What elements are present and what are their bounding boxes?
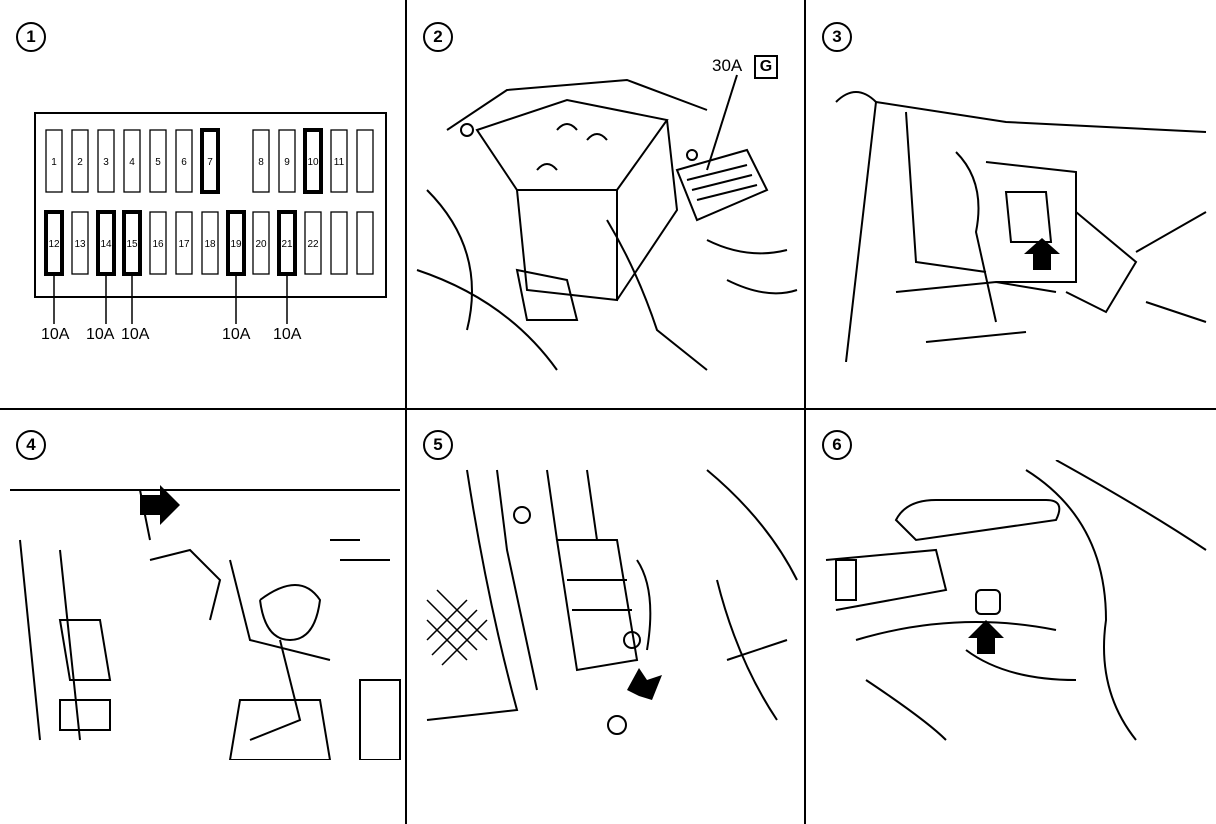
fuse-number: 7 bbox=[207, 157, 213, 168]
step-number-1: 1 bbox=[16, 22, 46, 52]
fuse-number: 16 bbox=[152, 239, 164, 250]
rating-label-fuse-12: 10A bbox=[41, 326, 70, 343]
fuse-number: 1 bbox=[51, 157, 57, 168]
fuse-number: 10 bbox=[307, 157, 319, 168]
step-number-6: 6 bbox=[822, 430, 852, 460]
fuse-number: 14 bbox=[100, 239, 112, 250]
fuse-number: 4 bbox=[129, 157, 135, 168]
fuse-number: 6 bbox=[181, 157, 187, 168]
fuse-number: 17 bbox=[178, 239, 190, 250]
fuse-number: 8 bbox=[258, 157, 264, 168]
location-arrow bbox=[968, 620, 1004, 654]
fuse-slot-empty bbox=[330, 211, 348, 275]
fuse-slot-17 bbox=[175, 211, 193, 275]
rating-label-fuse-21: 10A bbox=[273, 326, 302, 343]
fuse-number: 12 bbox=[48, 239, 60, 250]
rating-label-fuse-14: 10A bbox=[86, 326, 115, 343]
pedal-area-illustration bbox=[10, 485, 401, 760]
rating-label-fuse-15: 10A bbox=[121, 326, 150, 343]
seat-console-illustration bbox=[825, 460, 1207, 741]
vertical-divider-left bbox=[405, 0, 407, 824]
fuse-number: 13 bbox=[74, 239, 86, 250]
fuse-slot-3 bbox=[97, 129, 115, 193]
fuse-block-outline bbox=[34, 112, 387, 298]
fuse-number: 3 bbox=[103, 157, 109, 168]
fuse-slot-empty bbox=[356, 129, 374, 193]
fuse-slot-1 bbox=[45, 129, 63, 193]
fuse-slot-8 bbox=[252, 129, 270, 193]
panel-2: 2 30A G bbox=[407, 0, 804, 408]
location-arrow bbox=[1024, 238, 1060, 270]
fuse-slot-13 bbox=[71, 211, 89, 275]
fuse-slot-20 bbox=[252, 211, 270, 275]
fuse-number: 20 bbox=[255, 239, 267, 250]
fuse-rating-label: 30A bbox=[712, 56, 743, 75]
panel-5: 5 bbox=[407, 410, 804, 824]
fuse-slot-22 bbox=[304, 211, 322, 275]
fuse-number: 18 bbox=[204, 239, 216, 250]
fuse-slot-empty bbox=[356, 211, 374, 275]
fuse-number: 2 bbox=[77, 157, 83, 168]
battery-fuse-box-illustration bbox=[416, 74, 798, 371]
pillar-module-illustration bbox=[426, 469, 798, 735]
fuse-number: 11 bbox=[334, 157, 345, 168]
step-number-4: 4 bbox=[16, 430, 46, 460]
fuse-code-box: G bbox=[754, 55, 778, 79]
step-number-3: 3 bbox=[822, 22, 852, 52]
fuse-number: 9 bbox=[284, 157, 290, 168]
fuse-slot-7 bbox=[200, 128, 220, 194]
location-arrow bbox=[140, 485, 180, 525]
fuse-slot-6 bbox=[175, 129, 193, 193]
fuse-number: 19 bbox=[230, 239, 242, 250]
fuse-slot-18 bbox=[201, 211, 219, 275]
fuse-number: 22 bbox=[307, 239, 319, 250]
rating-label-fuse-19: 10A bbox=[222, 326, 251, 343]
fuse-slot-5 bbox=[149, 129, 167, 193]
fuse-number: 15 bbox=[126, 239, 138, 250]
fuse-number: 21 bbox=[281, 239, 293, 250]
panel-6: 6 bbox=[806, 410, 1216, 824]
fuse-slot-11 bbox=[330, 129, 348, 193]
step-number-2: 2 bbox=[423, 22, 453, 52]
horizontal-divider bbox=[0, 408, 1216, 410]
fuse-number: 5 bbox=[155, 157, 161, 168]
fuse-slot-9 bbox=[278, 129, 296, 193]
panel-4: 4 bbox=[0, 410, 405, 824]
fuse-slot-16 bbox=[149, 211, 167, 275]
fuse-slot-2 bbox=[71, 129, 89, 193]
luggage-area-illustration bbox=[835, 91, 1207, 362]
panel-3: 3 bbox=[806, 0, 1216, 408]
fuse-slot-10 bbox=[303, 128, 323, 194]
fuse-slot-4 bbox=[123, 129, 141, 193]
vertical-divider-right bbox=[804, 0, 806, 824]
location-arrow bbox=[627, 668, 662, 700]
step-number-5: 5 bbox=[423, 430, 453, 460]
